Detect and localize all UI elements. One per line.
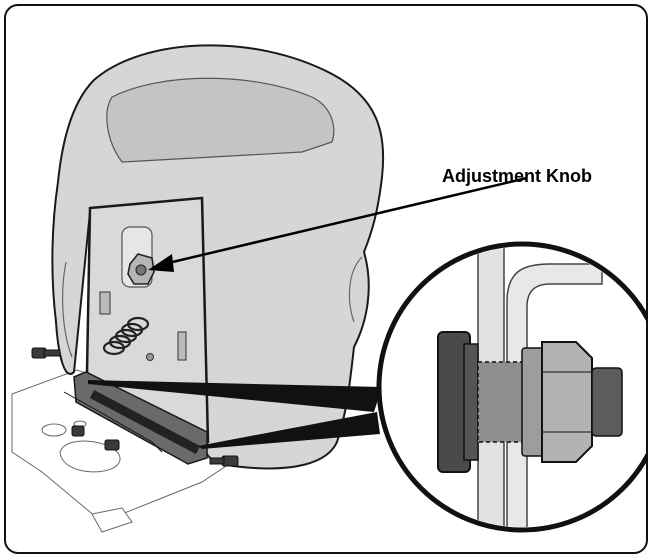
detail-connector	[88, 380, 382, 449]
spring-icon	[102, 316, 150, 356]
callout-leader	[148, 176, 528, 272]
diagram-frame: Adjustment Knob	[4, 4, 648, 554]
bolt-icon	[31, 347, 239, 467]
adjustment-knob-icon	[127, 253, 155, 285]
bottom-bracket	[63, 371, 208, 465]
adjustment-knob-label: Adjustment Knob	[442, 166, 592, 186]
detail-magnifier-icon	[376, 241, 646, 533]
seat-diagram	[11, 44, 646, 533]
